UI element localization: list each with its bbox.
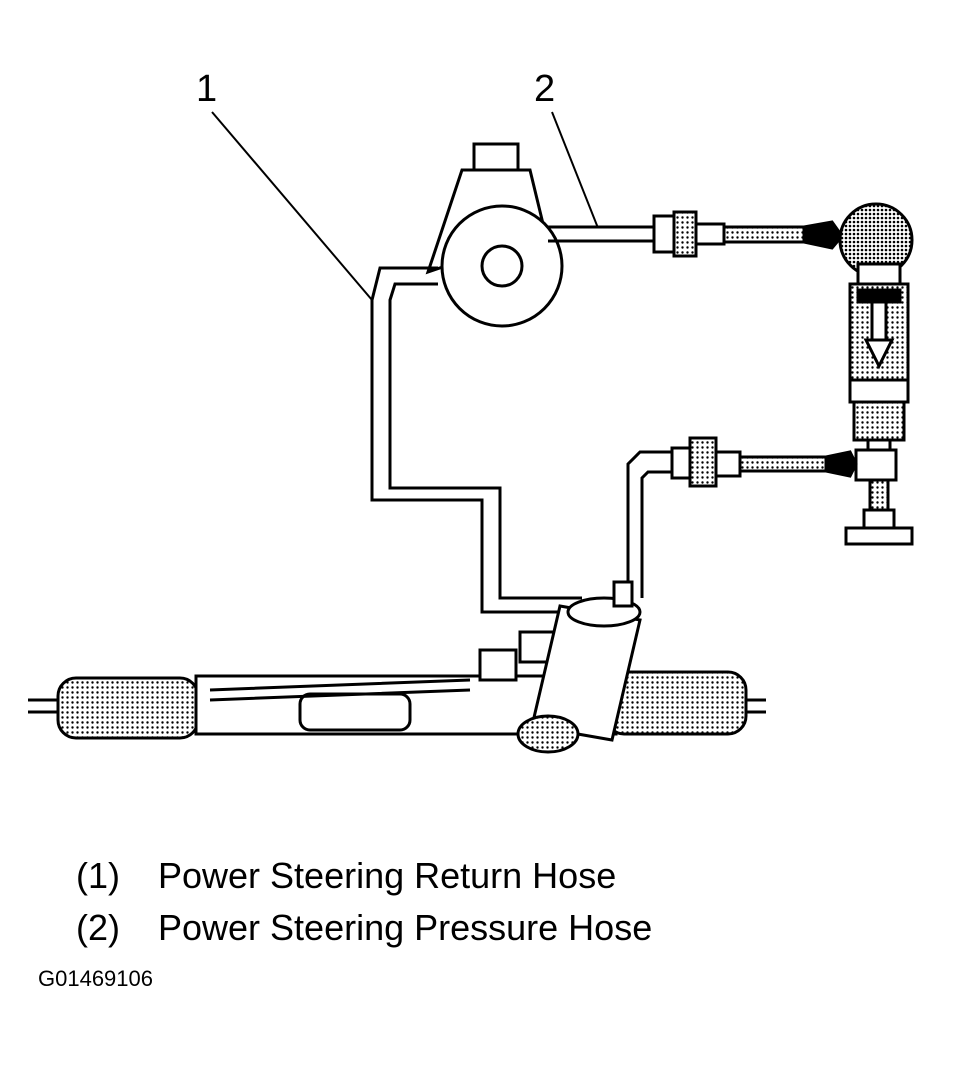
callout-1-leader [211,111,373,301]
legend-number: (2) [76,907,120,948]
steering-gear [28,580,766,754]
callout-1-label: 1 [196,68,218,110]
figure-id: G01469106 [38,966,153,991]
callout-2-label: 2 [534,68,556,110]
legend: (1) Power Steering Return Hose (2) Power… [76,850,652,954]
callout-2-leader [551,111,599,229]
legend-number: (1) [76,855,120,896]
pressure-hose [548,210,844,258]
legend-item-pressure-hose: (2) Power Steering Pressure Hose [76,902,652,954]
legend-label: Power Steering Return Hose [158,855,617,896]
pressure-gauge [838,202,914,546]
return-hose [370,266,582,614]
gauge-return-line [626,436,858,598]
legend-item-return-hose: (1) Power Steering Return Hose [76,850,652,902]
legend-label: Power Steering Pressure Hose [158,907,653,948]
power-steering-pump [425,142,564,328]
power-steering-diagram [28,111,914,754]
